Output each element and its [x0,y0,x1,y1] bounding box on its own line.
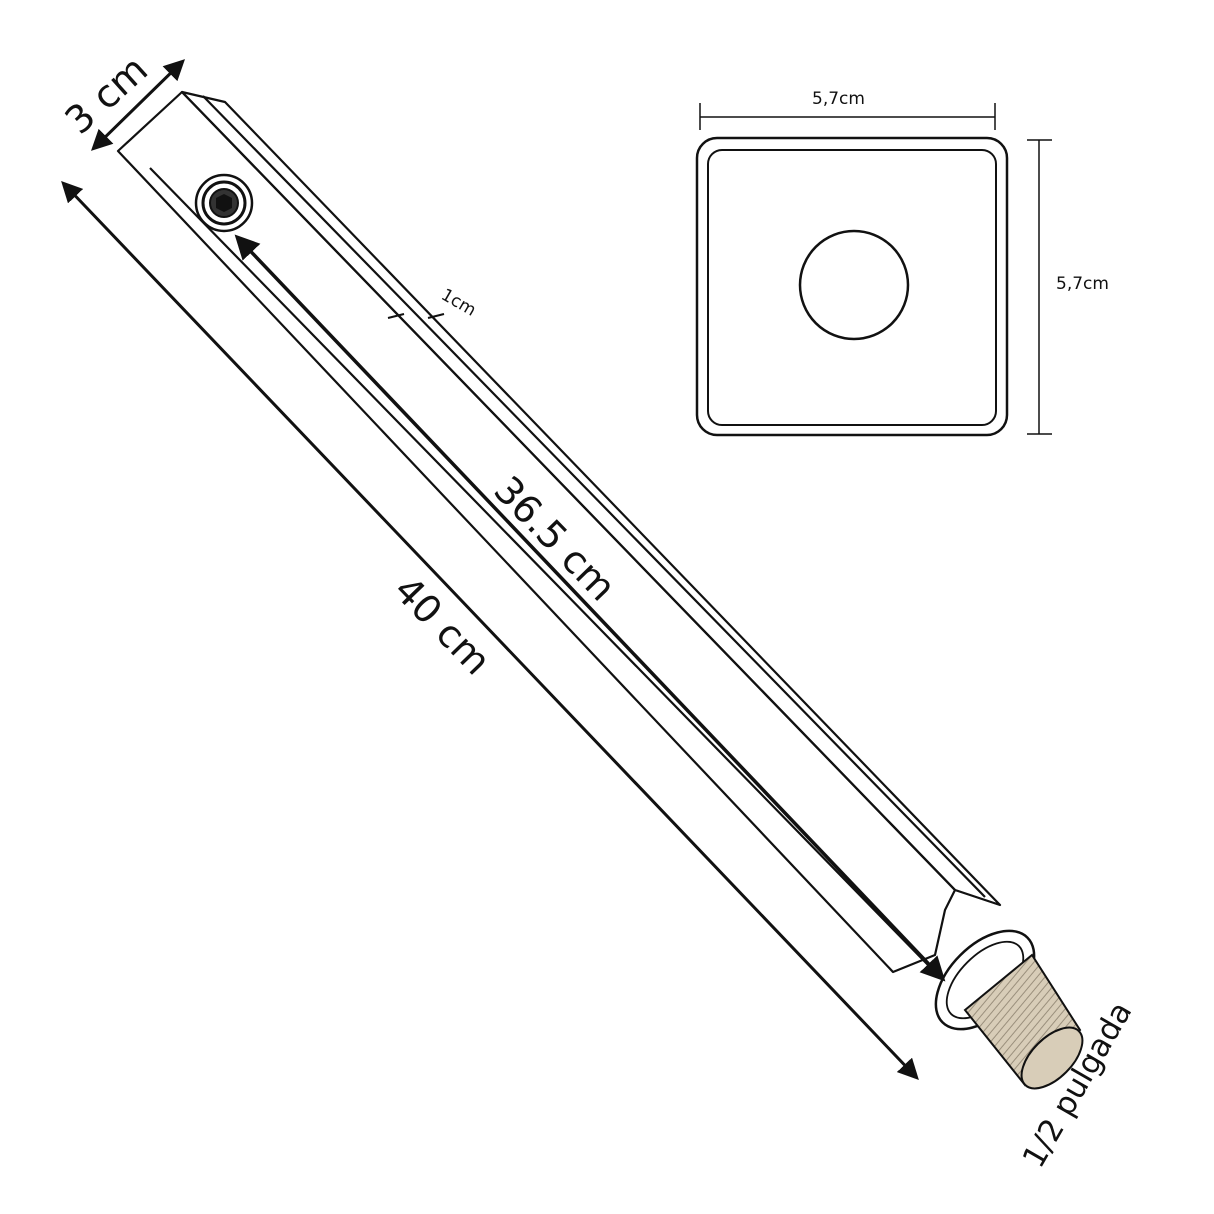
base-plate-inner [707,149,997,426]
label-total-length: 40 cm [386,568,500,684]
dim-line-total-length [61,180,919,1081]
dim-ticks-wall [387,313,445,319]
set-screw-icon [194,173,254,233]
dim-line-base-height [1027,139,1052,435]
rod-top-face [180,90,1002,907]
label-base-width: 5,7cm [812,89,865,109]
base-plate [695,136,1009,437]
label-wall-thickness: 1cm [438,285,480,321]
base-plate-hole [798,229,910,341]
dim-line-inner-length [234,234,946,982]
dim-line-base-width [699,103,996,130]
rod-inner-edge [149,167,929,966]
dim-line-width [90,59,186,151]
thread-icon [963,953,1084,1090]
rod-edge [202,95,986,898]
label-base-height: 5,7cm [1056,274,1109,294]
base-plate-outer [695,136,1009,437]
label-inner-length: 36.5 cm [486,468,625,610]
